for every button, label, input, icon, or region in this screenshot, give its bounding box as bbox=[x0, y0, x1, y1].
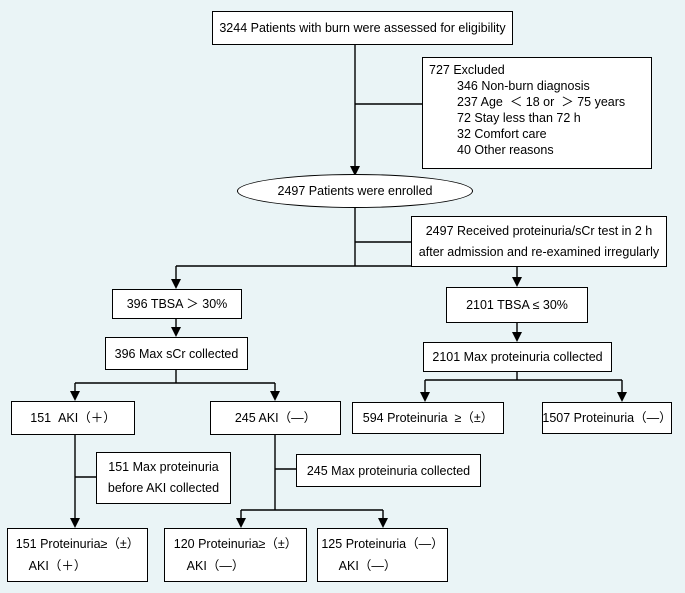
outcome-box-3: 125 Proteinuria（—） AKI（—） bbox=[317, 528, 448, 582]
arrowhead bbox=[270, 391, 280, 401]
max-prot-text: 2101 Max proteinuria collected bbox=[432, 350, 603, 364]
assessed-text: 3244 Patients with burn were assessed fo… bbox=[219, 21, 506, 35]
arrowhead bbox=[512, 332, 522, 342]
excluded-line: 237 Age ＜ 18 or ＞ 75 years bbox=[457, 95, 626, 109]
arrowhead bbox=[70, 391, 80, 401]
arrowhead bbox=[236, 518, 246, 528]
outcome-3-line: AKI（—） bbox=[338, 559, 397, 573]
aki-pos-note-line: 151 Max proteinuria bbox=[108, 460, 219, 474]
outcome-box-2: 120 Proteinuria≥（±） AKI（—） bbox=[164, 528, 307, 582]
aki-neg-text: 245 AKI（—） bbox=[234, 411, 317, 425]
arrowhead bbox=[171, 279, 181, 289]
excluded-title: 727 Excluded bbox=[429, 63, 505, 77]
max-scr-box: 396 Max sCr collected bbox=[105, 337, 248, 370]
assessed-box: 3244 Patients with burn were assessed fo… bbox=[212, 11, 513, 45]
aki-pos-box: 151 AKI（＋） bbox=[11, 401, 135, 435]
arrowhead bbox=[378, 518, 388, 528]
enrolled-ellipse: 2497 Patients were enrolled bbox=[237, 174, 473, 208]
aki-neg-note-text: 245 Max proteinuria collected bbox=[306, 463, 471, 478]
tbsa-low-text: 2101 TBSA ≤ 30% bbox=[466, 298, 568, 312]
tested-line: 2497 Received proteinuria/sCr test in 2 … bbox=[425, 223, 653, 238]
outcome-1-line: AKI（＋） bbox=[28, 559, 87, 573]
aki-neg-note-box: 245 Max proteinuria collected bbox=[296, 454, 481, 487]
aki-pos-text: 151 AKI（＋） bbox=[30, 411, 116, 425]
tested-box: 2497 Received proteinuria/sCr test in 2 … bbox=[411, 216, 667, 267]
aki-pos-note-box: 151 Max proteinuria before AKI collected bbox=[96, 452, 231, 504]
outcome-2-line: 120 Proteinuria≥（±） bbox=[173, 537, 298, 551]
tbsa-low-box: 2101 TBSA ≤ 30% bbox=[446, 287, 588, 323]
prot-pos-text: 594 Proteinuria ≥（±） bbox=[362, 411, 494, 425]
excluded-line: 40 Other reasons bbox=[457, 143, 554, 157]
excluded-line: 32 Comfort care bbox=[457, 127, 547, 141]
outcome-box-1: 151 Proteinuria≥（±） AKI（＋） bbox=[7, 528, 148, 582]
outcome-1-line: 151 Proteinuria≥（±） bbox=[15, 537, 140, 551]
excluded-box: 727 Excluded 346 Non-burn diagnosis 237 … bbox=[422, 57, 652, 169]
max-prot-box: 2101 Max proteinuria collected bbox=[423, 342, 612, 372]
prot-neg-text: 1507 Proteinuria（—） bbox=[542, 411, 672, 425]
enrolled-text: 2497 Patients were enrolled bbox=[277, 184, 433, 198]
arrowhead bbox=[171, 327, 181, 337]
arrowhead bbox=[512, 277, 522, 287]
excluded-line: 72 Stay less than 72 h bbox=[457, 111, 581, 125]
arrowhead bbox=[350, 166, 360, 176]
excluded-line: 346 Non-burn diagnosis bbox=[457, 79, 590, 93]
aki-neg-box: 245 AKI（—） bbox=[210, 401, 341, 435]
prot-neg-box: 1507 Proteinuria（—） bbox=[542, 402, 672, 434]
max-scr-text: 396 Max sCr collected bbox=[114, 346, 239, 361]
arrowhead bbox=[70, 518, 80, 528]
aki-pos-note-line: before AKI collected bbox=[107, 481, 220, 495]
tbsa-high-box: 396 TBSA ＞ 30% bbox=[112, 289, 242, 319]
arrowhead bbox=[420, 392, 430, 402]
prot-pos-box: 594 Proteinuria ≥（±） bbox=[352, 402, 504, 434]
outcome-2-line: AKI（—） bbox=[186, 559, 245, 573]
arrowhead bbox=[617, 392, 627, 402]
tested-line: after admission and re-examined irregula… bbox=[418, 244, 660, 259]
tbsa-high-text: 396 TBSA ＞ 30% bbox=[126, 297, 228, 311]
outcome-3-line: 125 Proteinuria（—） bbox=[321, 537, 444, 551]
